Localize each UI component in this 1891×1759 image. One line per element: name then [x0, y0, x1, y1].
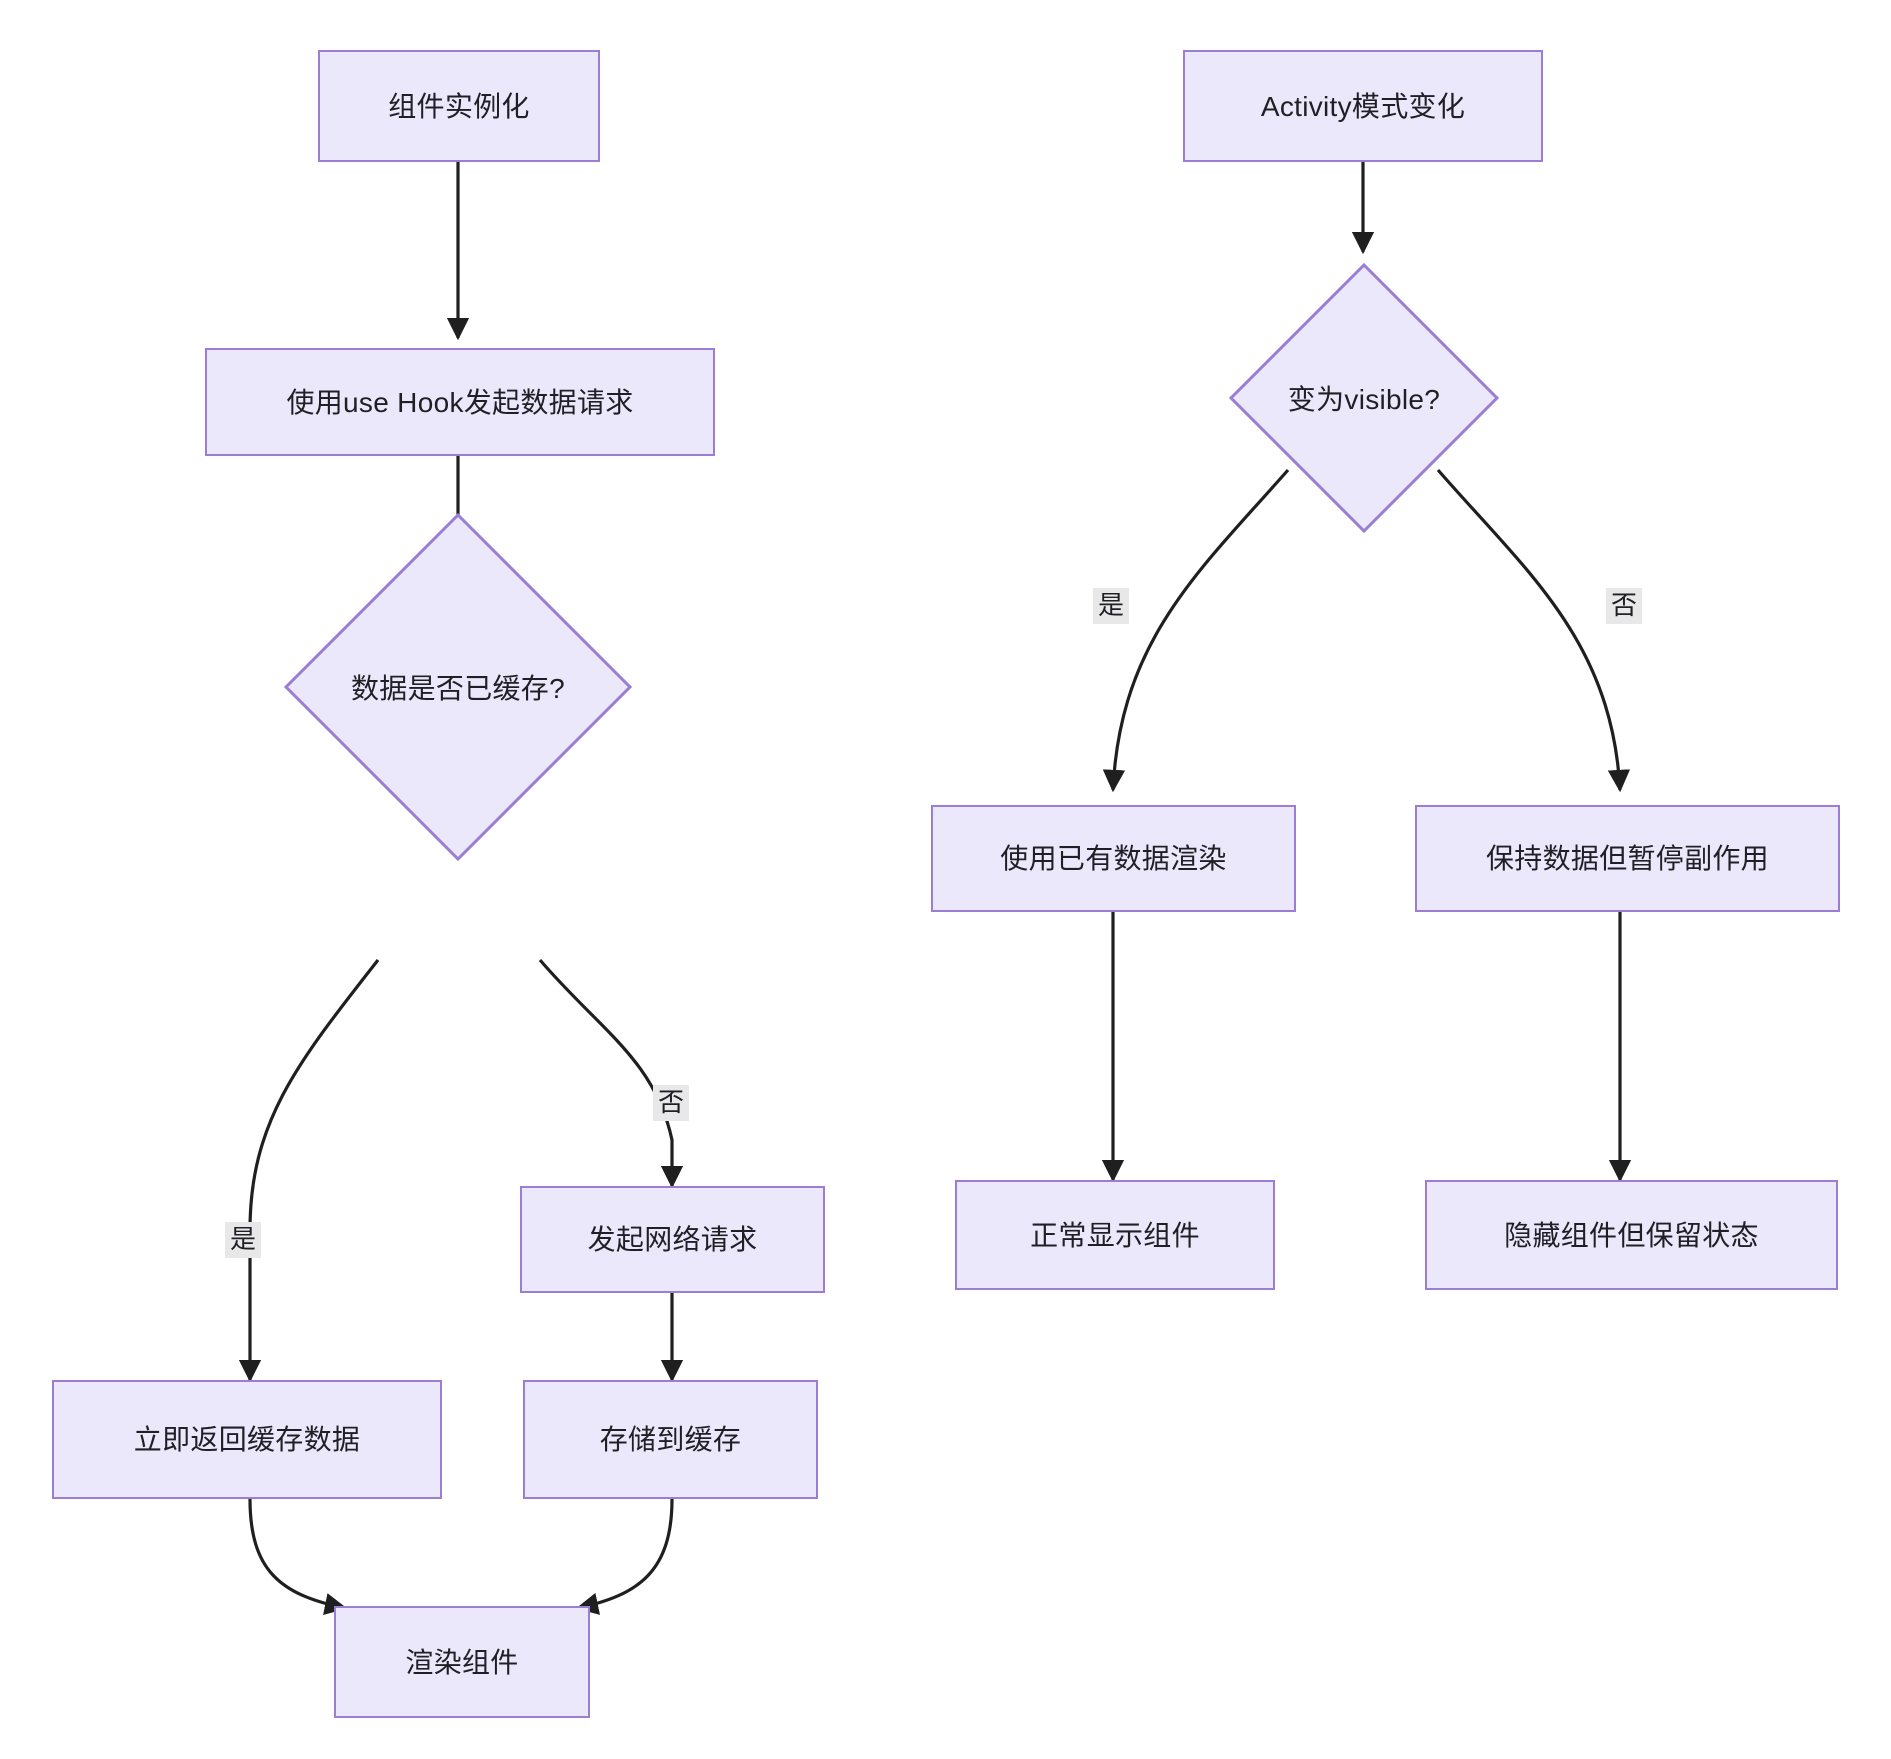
edge-storecache-to-render: [575, 1498, 674, 1615]
node-decision-becomes-visible-label: 变为visible?: [1287, 384, 1441, 415]
node-return-cached-data[interactable]: 立即返回缓存数据: [52, 1380, 442, 1499]
edge-label-left-no: 否: [653, 1085, 690, 1121]
node-store-to-cache[interactable]: 存储到缓存: [523, 1380, 818, 1499]
node-network-request[interactable]: 发起网络请求: [520, 1186, 825, 1293]
edge-decision-yes-to-returncached: [238, 959, 380, 1383]
node-use-hook-request[interactable]: 使用use Hook发起数据请求: [205, 348, 715, 456]
node-render-component-label: 渲染组件: [405, 1646, 519, 1678]
edge-label-right-no-text: 否: [1611, 590, 1638, 620]
node-keep-data-pause-effects[interactable]: 保持数据但暂停副作用: [1415, 805, 1840, 912]
node-use-existing-data-render-label: 使用已有数据渲染: [1000, 843, 1227, 874]
node-store-to-cache-label: 存储到缓存: [599, 1424, 742, 1455]
edge-label-right-yes: 是: [1093, 588, 1130, 624]
edge-label-left-yes: 是: [225, 1222, 262, 1258]
diamond-shape: [1228, 262, 1500, 534]
edge-label-left-no-text: 否: [658, 1087, 685, 1117]
edge-returncached-to-render: [248, 1498, 348, 1616]
node-use-existing-data-render[interactable]: 使用已有数据渲染: [931, 805, 1296, 912]
node-decision-becomes-visible[interactable]: 变为visible?: [1228, 262, 1500, 534]
edge-label-right-yes-text: 是: [1098, 590, 1125, 620]
node-decision-cache-cached-label: 数据是否已缓存?: [351, 673, 565, 704]
edge-label-left-yes-text: 是: [230, 1224, 257, 1254]
node-component-instantiation-label: 组件实例化: [388, 90, 530, 122]
node-use-hook-request-label: 使用use Hook发起数据请求: [286, 386, 634, 418]
node-keep-data-pause-effects-label: 保持数据但暂停副作用: [1485, 843, 1769, 874]
node-hide-keep-state[interactable]: 隐藏组件但保留状态: [1425, 1180, 1838, 1290]
node-hide-keep-state-label: 隐藏组件但保留状态: [1504, 1219, 1759, 1251]
node-decision-cache-cached[interactable]: 数据是否已缓存?: [283, 512, 633, 862]
node-render-component[interactable]: 渲染组件: [334, 1606, 590, 1718]
node-show-normally-label: 正常显示组件: [1030, 1219, 1200, 1251]
node-network-request-label: 发起网络请求: [587, 1224, 758, 1255]
node-show-normally[interactable]: 正常显示组件: [955, 1180, 1275, 1290]
edge-label-right-no: 否: [1606, 588, 1643, 624]
edge-decision-no-to-network: [538, 958, 684, 1189]
node-activity-mode-change-label: Activity模式变化: [1260, 90, 1466, 122]
diamond-shape: [283, 512, 633, 862]
node-return-cached-data-label: 立即返回缓存数据: [133, 1424, 361, 1455]
node-activity-mode-change[interactable]: Activity模式变化: [1183, 50, 1543, 162]
node-component-instantiation[interactable]: 组件实例化: [318, 50, 600, 162]
